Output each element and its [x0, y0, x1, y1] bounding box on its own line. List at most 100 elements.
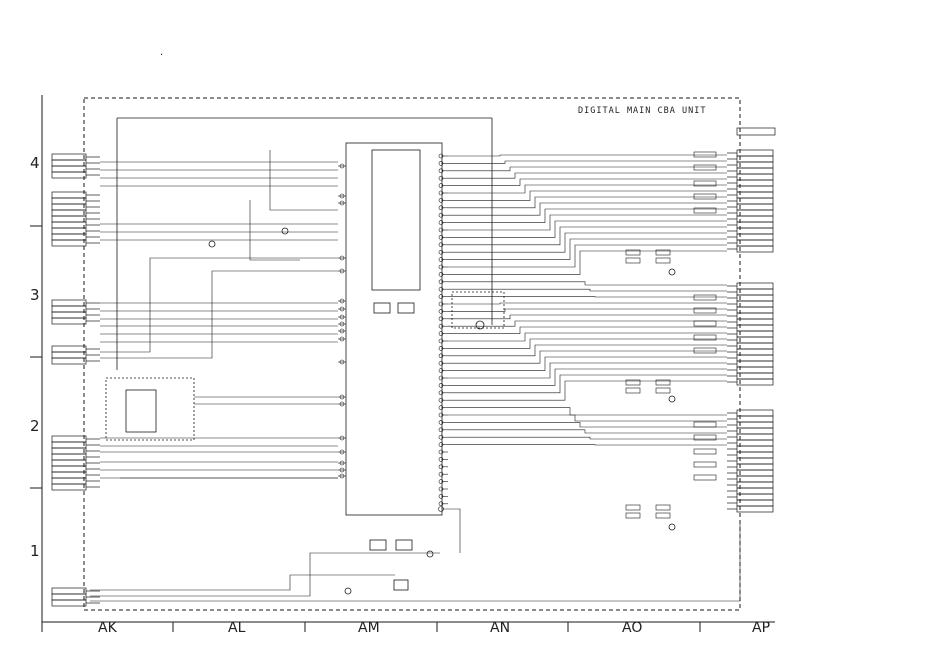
left-connector-e-pin-4 [52, 460, 86, 466]
sheet-frame [30, 95, 775, 632]
right-connector-b-pin-5 [737, 313, 773, 319]
left-connector-d-pin-1 [52, 352, 86, 358]
right-connector-b-pin-6 [737, 319, 773, 325]
right-resistor-5 [694, 295, 716, 300]
pullup-resistor-b-3 [656, 388, 670, 393]
right-connector-a-pin-15 [737, 240, 773, 246]
left-connector-b-pin-1 [52, 198, 86, 204]
left-trace-d-1 [100, 271, 338, 358]
signal-trace-16 [448, 251, 727, 274]
right-connector-a-pin-14 [737, 234, 773, 240]
right-connector-b-pin-15 [737, 373, 773, 379]
left-connector-b-pin-0 [52, 192, 86, 198]
left-connector-b-pin-8 [52, 240, 86, 246]
right-connector-c-pin-8 [737, 458, 773, 464]
left-connector-e-pin-7 [52, 478, 86, 484]
right-connector-c-pin-16 [737, 506, 773, 512]
left-connector-a-pin-3 [52, 172, 86, 178]
left-connector-b-pin-3 [52, 210, 86, 216]
signal-trace-23 [448, 321, 727, 326]
signal-trace-18 [448, 289, 727, 291]
signal-trace-11 [448, 221, 727, 237]
signal-trace-9 [448, 209, 727, 223]
signal-trace-15 [448, 245, 727, 267]
main-ic-body [346, 143, 442, 515]
right-connector-c-pin-6 [737, 446, 773, 452]
signal-trace-35 [448, 415, 727, 421]
right-connector-b-pin-10 [737, 343, 773, 349]
right-resistor-7 [694, 321, 716, 326]
transistor-q5 [427, 551, 433, 557]
sub-ic-left [126, 390, 156, 432]
signal-trace-2 [448, 167, 727, 171]
signal-trace-17 [448, 282, 727, 285]
right-resistor-10 [694, 422, 716, 427]
right-connector-c-pin-10 [737, 470, 773, 476]
pullup-resistor-b-4 [656, 505, 670, 510]
sub-ic-area [106, 378, 194, 440]
left-connector-e-pin-0 [52, 436, 86, 442]
right-connector-b-pin-8 [737, 331, 773, 337]
left-connector-e-pin-5 [52, 466, 86, 472]
signal-trace-20 [448, 303, 727, 304]
signal-trace-38 [448, 437, 727, 439]
right-connector-c-pin-11 [737, 476, 773, 482]
signal-trace-1 [448, 161, 727, 163]
signal-trace-32 [448, 375, 727, 393]
signal-trace-22 [448, 315, 727, 319]
right-connector-c-pin-1 [737, 416, 773, 422]
right-connector-b-pin-16 [737, 379, 773, 385]
right-connector-b-pin-0 [737, 283, 773, 289]
signal-trace-24 [448, 327, 727, 334]
left-connector-c-pin-0 [52, 300, 86, 306]
right-connector-b-pin-7 [737, 325, 773, 331]
left-connector-c-pin-1 [52, 306, 86, 312]
transistor-q8 [669, 524, 675, 530]
signal-trace-26 [448, 339, 727, 348]
signal-trace-33 [448, 381, 727, 400]
left-connector-e-pin-1 [52, 442, 86, 448]
pullup-resistor-a-4 [626, 505, 640, 510]
left-connector-e-pin-2 [52, 448, 86, 454]
right-connector-a-pin-2 [737, 162, 773, 168]
right-connector-c-pin-14 [737, 494, 773, 500]
right-connector-b-pin-13 [737, 361, 773, 367]
right-resistor-9 [694, 348, 716, 353]
right-connector-c-pin-9 [737, 464, 773, 470]
mid-trace-1 [270, 150, 338, 210]
bottom-trace-c [90, 575, 395, 590]
filter-block-3 [370, 540, 386, 550]
right-connector-a-pin-11 [737, 216, 773, 222]
right-connector-c-pin-0 [737, 410, 773, 416]
right-connector-c-pin-3 [737, 428, 773, 434]
filter-block-5 [394, 580, 408, 590]
filter-block-1 [374, 303, 390, 313]
regulator-area [452, 292, 504, 328]
left-connector-c-pin-2 [52, 312, 86, 318]
right-connector-top-label-box [737, 128, 775, 135]
signal-trace-31 [448, 369, 727, 385]
right-connector-a-pin-16 [737, 246, 773, 252]
right-connector-c-pin-13 [737, 488, 773, 494]
signal-trace-12 [448, 227, 727, 245]
signal-trace-7 [448, 197, 727, 208]
left-connector-b-pin-4 [52, 216, 86, 222]
right-resistor-3 [694, 194, 716, 199]
left-connector-d-pin-0 [52, 346, 86, 352]
right-connector-c-pin-5 [737, 440, 773, 446]
right-connector-a-pin-3 [737, 168, 773, 174]
right-connector-a-pin-8 [737, 198, 773, 204]
left-connector-f-pin-0 [52, 588, 86, 594]
right-connector-b-pin-2 [737, 295, 773, 301]
right-resistor-12 [694, 449, 716, 454]
pullup-resistor-b-1 [656, 258, 670, 263]
right-connector-a-pin-12 [737, 222, 773, 228]
transistor-q1 [209, 241, 215, 247]
pullup-resistor-a-1 [626, 258, 640, 263]
signal-trace-34 [448, 408, 727, 415]
filter-block-4 [396, 540, 412, 550]
mid-trace-0 [250, 200, 300, 260]
right-connector-a-pin-4 [737, 174, 773, 180]
left-connector-f-pin-2 [52, 600, 86, 606]
right-connector-c-pin-2 [737, 422, 773, 428]
